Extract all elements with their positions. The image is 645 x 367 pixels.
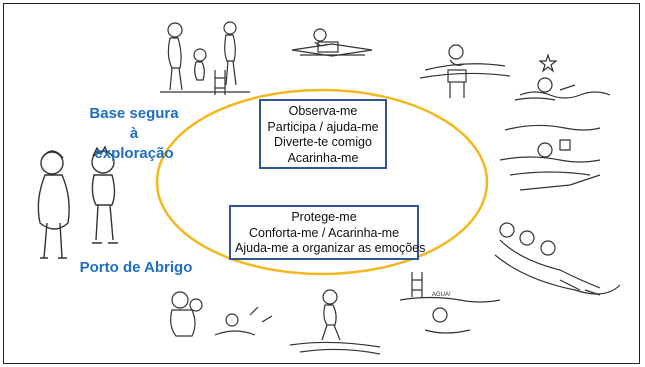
bottom-needs-box: Protege-me Conforta-me / Acarinha-me Aju…: [229, 205, 426, 260]
bottom-need-item: Protege-me: [291, 210, 357, 224]
parent-hugging-child-splashing: [170, 291, 273, 337]
safe-haven-label: Porto de Abrigo: [79, 259, 193, 276]
sketch-exclamation-text: AGUA!: [432, 292, 451, 298]
child-diving-from-block: [291, 28, 373, 57]
secure-base-label: Base segura à exploração: [84, 104, 184, 164]
secure-base-line2: exploração: [94, 145, 174, 162]
child-falling-into-water: [399, 272, 501, 334]
top-need-item: Acarinha-me: [287, 150, 359, 165]
bottom-need-item: Conforta-me / Acarinha-me: [248, 225, 400, 240]
family-at-pool-ladder: [160, 21, 250, 95]
child-in-water-with-sign: [499, 124, 601, 191]
parent-and-child-figures: [37, 145, 118, 259]
top-need-item: Participa / ajuda-me: [267, 119, 379, 134]
top-need-item: Diverte-te comigo: [274, 135, 372, 149]
attachment-cycle-ellipse: [155, 88, 489, 276]
children-sitting-at-poolside: [494, 222, 621, 296]
top-need-item: Observa-me: [288, 104, 358, 118]
secure-base-line1: Base segura à: [89, 105, 179, 142]
top-needs-box: Observa-me Participa / ajuda-me Diverte-…: [259, 99, 387, 169]
child-on-diving-block: [419, 44, 511, 98]
bottom-need-item: Ajuda-me a organizar as emoções: [235, 241, 426, 255]
child-jumping-into-water: [289, 289, 381, 355]
child-swimming-star: [514, 53, 611, 101]
diagram-frame: [3, 3, 640, 364]
